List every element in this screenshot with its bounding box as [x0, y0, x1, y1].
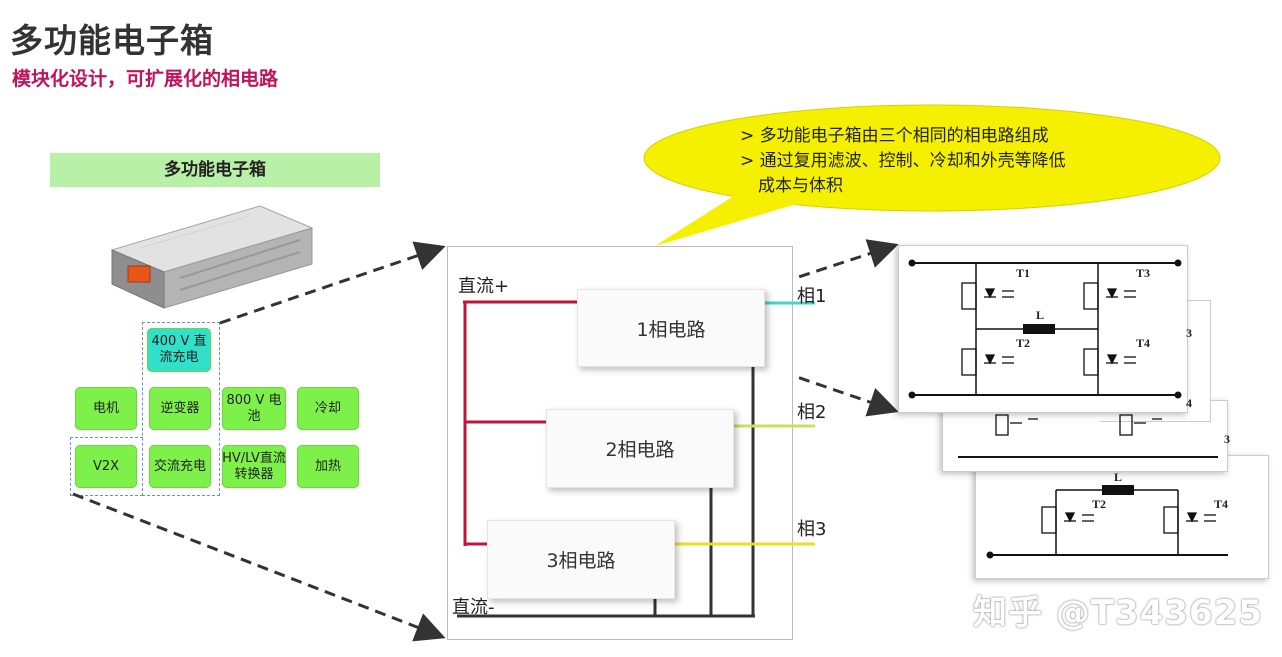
schematic-label-t2: T2: [1016, 336, 1031, 350]
callout-text: > 多功能电子箱由三个相同的相电路组成 > 通过复用滤波、控制、冷却和外壳等降低…: [740, 124, 1140, 199]
phase-circuit-wiring: [457, 300, 815, 618]
phase-circuit-3: 3相电路: [487, 520, 675, 599]
schematic-back-label-t2: T2: [1092, 497, 1107, 511]
watermark: 知乎 @T343625: [973, 593, 1263, 633]
tile-heating: 加热: [297, 445, 359, 488]
phase-circuit-1: 1相电路: [577, 289, 765, 367]
dc-minus-label: 直流-: [452, 597, 495, 618]
schematic-edge-label: 4: [1186, 396, 1192, 410]
callout-bullet: > 通过复用滤波、控制、冷却和外壳等降低: [740, 151, 1066, 171]
phase-2-label: 相2: [797, 402, 827, 423]
tile-hv-lv-dc-converter: HV/LV直流转换器: [222, 445, 286, 488]
tile-group-outline: [70, 437, 143, 496]
box-panel-header: 多功能电子箱: [50, 153, 380, 187]
tile-v2x: V2X: [75, 445, 137, 488]
electronics-box-image: [110, 205, 314, 309]
schematic-label-t1: T1: [1016, 266, 1031, 280]
tile-cooling: 冷却: [297, 387, 359, 430]
schematic-back-label-t4: T4: [1214, 497, 1229, 511]
half-bridge-schematic: [908, 259, 1228, 559]
page-subtitle: 模块化设计，可扩展化的相电路: [12, 68, 279, 90]
schematic-back-label-l: L: [1114, 470, 1123, 484]
phase-circuit-2: 2相电路: [546, 409, 734, 488]
tile-inverter: 逆变器: [149, 387, 211, 430]
schematic-label-l: L: [1036, 308, 1045, 322]
tile-group-outline: [142, 322, 220, 496]
schematic-label-t3: T3: [1136, 266, 1151, 280]
tile-800v-battery: 800 V 电池: [222, 387, 286, 430]
page-title: 多功能电子箱: [10, 21, 214, 60]
phase-3-label: 相3: [797, 519, 827, 540]
schematic-edge-label: 3: [1186, 326, 1192, 340]
tile-400v-dc-charging: 400 V 直流充电: [147, 328, 211, 372]
schematic-label-t4: T4: [1136, 336, 1151, 350]
callout-bullet: > 多功能电子箱由三个相同的相电路组成: [740, 126, 1049, 146]
dc-plus-label: 直流+: [458, 276, 510, 297]
callout-bullet-continued: 成本与体积: [758, 176, 843, 196]
schematic-sheet-back: [975, 455, 1269, 579]
schematic-edge-label: 3: [1224, 432, 1230, 446]
callout-bubble: [643, 104, 1221, 246]
phase-1-label: 相1: [797, 286, 827, 307]
tile-motor: 电机: [75, 387, 137, 430]
tile-ac-charging: 交流充电: [149, 445, 211, 488]
